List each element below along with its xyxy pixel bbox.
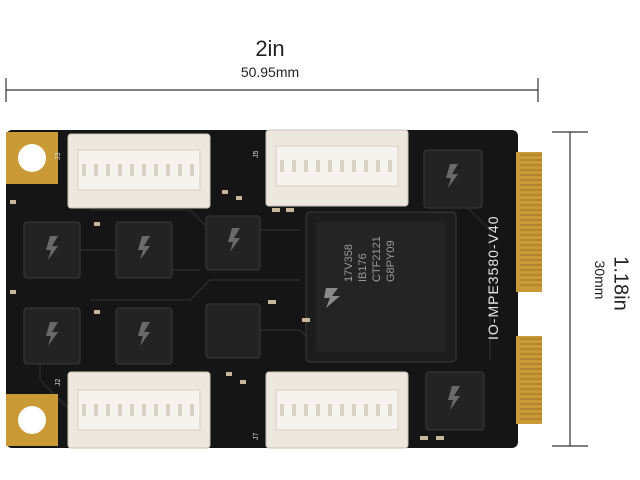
board-model-label: IO-MPE3580-V40	[485, 216, 501, 341]
connector-pin	[166, 164, 170, 176]
connector-pin	[376, 160, 380, 172]
connector-pin	[142, 404, 146, 416]
connector-pin	[328, 160, 332, 172]
connector-pin	[292, 404, 296, 416]
connector-pin	[340, 160, 344, 172]
width-inches-label: 2in	[255, 36, 285, 61]
connector-pin	[388, 160, 392, 172]
connector-pin	[154, 404, 158, 416]
mounting-hole-top	[6, 132, 58, 184]
connector-pin	[352, 404, 356, 416]
connector-pin	[154, 164, 158, 176]
connector-pin	[304, 160, 308, 172]
connector-pin	[94, 164, 98, 176]
connector-pin	[118, 404, 122, 416]
label-j5: J5	[253, 151, 260, 159]
width-dimension-line	[5, 78, 539, 102]
main-chip-line-4: G8PY09	[385, 240, 397, 282]
connector-pin	[190, 164, 194, 176]
width-mm-label: 50.95mm	[240, 64, 300, 80]
height-dimension-line	[552, 131, 588, 447]
connector-pin	[178, 404, 182, 416]
label-j2: J2	[55, 379, 62, 387]
connector-pin	[316, 404, 320, 416]
connector-pin	[328, 404, 332, 416]
connector-pin	[166, 404, 170, 416]
connector-pin	[130, 164, 134, 176]
connector-j7: J7	[253, 371, 409, 449]
connector-pin	[118, 164, 122, 176]
connector-pin	[280, 160, 284, 172]
connector-pin	[178, 164, 182, 176]
connector-pin	[82, 164, 86, 176]
connector-pin	[388, 404, 392, 416]
connector-j2: J2	[55, 371, 211, 449]
connector-pin	[106, 404, 110, 416]
mounting-hole-bottom	[6, 394, 58, 446]
connector-pin	[106, 164, 110, 176]
connector-pin	[364, 160, 368, 172]
main-chip-line-2: IB176	[357, 253, 369, 282]
connector-pin	[364, 404, 368, 416]
pcb-board: J3 J5 J2 J7	[6, 129, 542, 449]
connector-pin	[190, 404, 194, 416]
main-chip-line-1: 17V358	[343, 244, 355, 282]
connector-j5: J5	[253, 129, 409, 207]
connector-pin	[292, 160, 296, 172]
connector-pin	[316, 160, 320, 172]
connector-pin	[340, 404, 344, 416]
connector-pin	[94, 404, 98, 416]
main-controller-chip: 17V358 IB176 CTF2121 G8PY09	[305, 211, 457, 363]
connector-pin	[352, 160, 356, 172]
connector-pin	[304, 404, 308, 416]
connector-pin	[82, 404, 86, 416]
label-j7: J7	[253, 433, 260, 441]
chip-logo-icon	[324, 288, 340, 308]
main-chip-line-3: CTF2121	[371, 236, 383, 282]
connector-pin	[130, 404, 134, 416]
label-j3: J3	[55, 153, 62, 161]
connector-pin	[142, 164, 146, 176]
connector-pin	[280, 404, 284, 416]
connector-pin	[376, 404, 380, 416]
connector-j3: J3	[55, 133, 211, 209]
gold-edge-connector	[516, 152, 542, 424]
